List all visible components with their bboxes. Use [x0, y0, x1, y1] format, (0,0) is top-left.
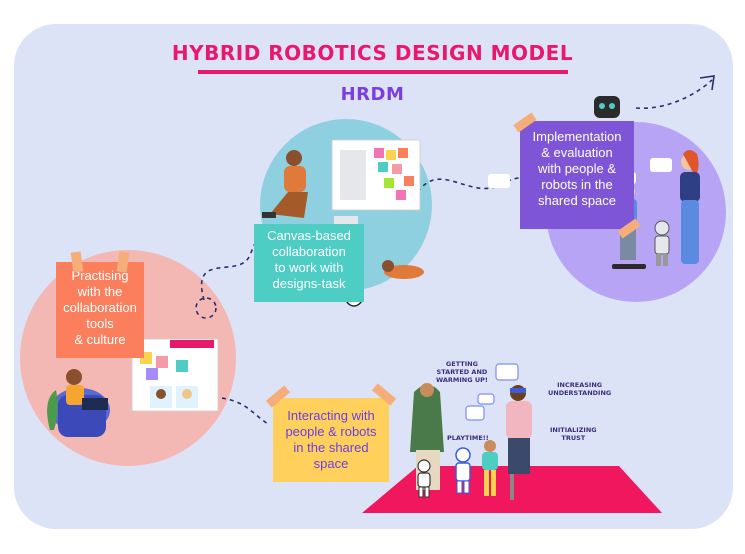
label-increasing-understanding: INCREASING UNDERSTANDING — [548, 381, 611, 397]
note-implementation-line-2: & evaluation — [541, 145, 613, 160]
note-canvas: Canvas-based collaboration to work with … — [254, 224, 364, 302]
label-getting-started: GETTING STARTED AND WARMING UP! — [436, 360, 488, 384]
child-illustration — [482, 440, 498, 496]
remote-worker-illustration — [47, 369, 110, 437]
note-canvas-line-4: designs-task — [272, 276, 346, 291]
path-arrowhead — [699, 75, 715, 91]
note-practising-line-5: & culture — [74, 332, 126, 347]
label-getting-started-line-2: STARTED AND — [436, 368, 488, 376]
lying-child-illustration — [382, 260, 424, 279]
note-interacting: Interacting with people & robots in the … — [273, 398, 389, 482]
video-call-board — [131, 338, 219, 412]
note-practising-line-2: with the — [77, 284, 123, 299]
canvas-board — [331, 139, 421, 211]
label-increasing-line-2: UNDERSTANDING — [548, 389, 612, 397]
title-underline — [198, 70, 568, 74]
note-interacting-line-3: in the shared — [293, 440, 369, 455]
label-increasing-line-1: INCREASING — [557, 381, 603, 389]
man-with-prosthetic-illustration — [506, 385, 532, 500]
note-interacting-line-4: space — [313, 456, 349, 471]
kneeling-designer-illustration — [262, 150, 308, 218]
label-getting-started-line-3: WARMING UP! — [436, 376, 488, 384]
vector-robot-icon — [594, 96, 620, 118]
standing-woman-illustration — [680, 150, 700, 264]
note-implementation-line-1: Implementation — [532, 129, 622, 144]
label-playtime: PLAYTIME!! — [447, 434, 489, 442]
humanoid-robot-illustration — [654, 220, 670, 266]
note-interacting-line-2: people & robots — [285, 424, 377, 439]
note-practising-line-3: collaboration — [63, 300, 137, 315]
nao-robots-illustration — [417, 447, 471, 498]
label-initializing-line-2: TRUST — [561, 434, 586, 442]
tape-canvas — [334, 216, 358, 224]
note-practising: Practising with the collaboration tools … — [56, 262, 144, 358]
note-implementation-line-4: robots in the — [541, 177, 613, 192]
speech-bubbles-icon — [465, 363, 519, 421]
note-implementation: Implementation & evaluation with people … — [520, 121, 634, 229]
note-implementation-line-5: shared space — [537, 193, 617, 208]
note-interacting-line-1: Interacting with — [287, 408, 375, 423]
note-implementation-line-3: with people & — [537, 161, 617, 176]
note-canvas-line-1: Canvas-based — [267, 228, 351, 243]
diagram-title: HYBRID ROBOTICS DESIGN MODEL — [171, 41, 574, 65]
diagram-subtitle: HRDM — [340, 84, 405, 105]
note-practising-line-4: tools — [86, 316, 114, 331]
note-practising-line-1: Practising — [71, 268, 129, 283]
note-canvas-line-2: collaboration — [272, 244, 346, 259]
label-initializing-trust: INITIALIZING TRUST — [550, 426, 597, 442]
label-getting-started-line-1: GETTING — [445, 360, 478, 368]
label-initializing-line-1: INITIALIZING — [550, 426, 597, 434]
note-canvas-line-3: to work with — [274, 260, 344, 275]
